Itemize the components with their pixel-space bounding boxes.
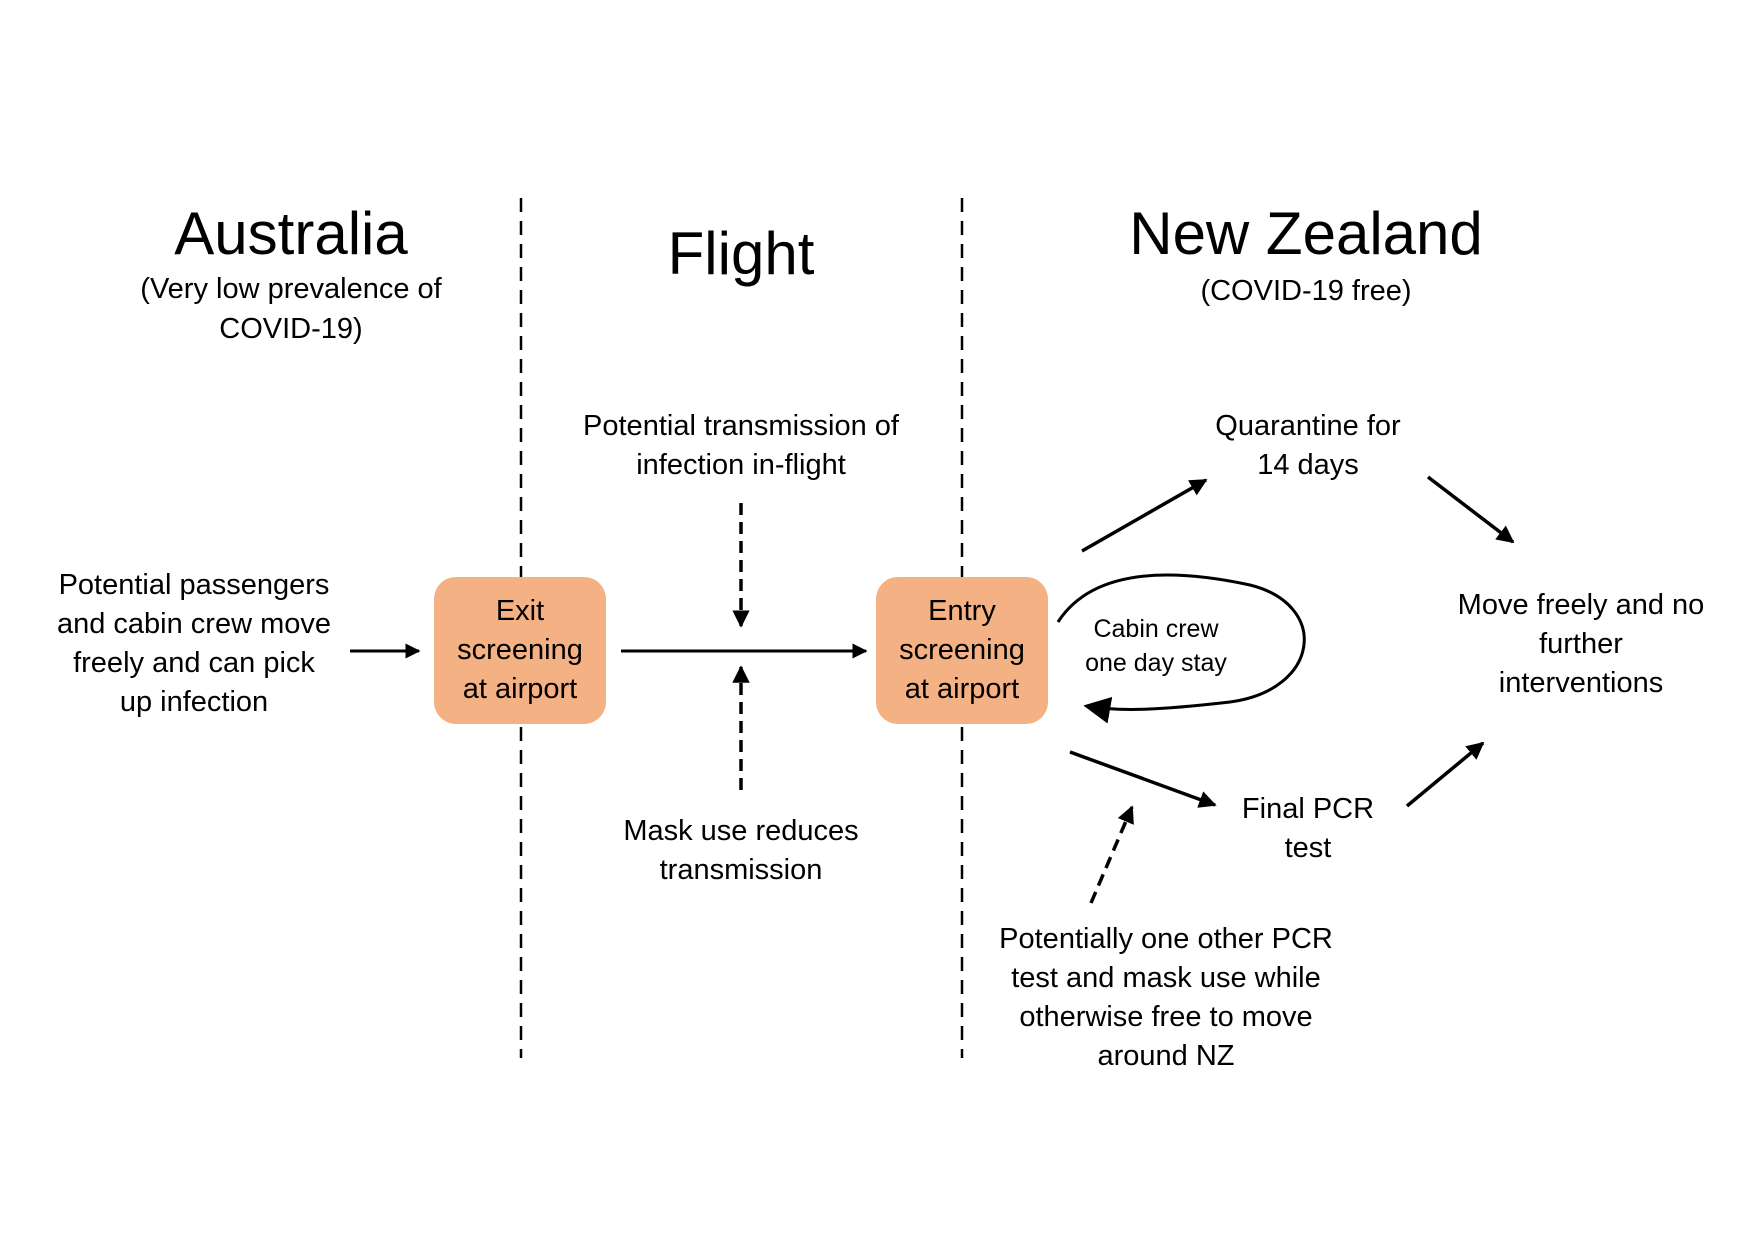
node-other-pcr-line: around NZ	[1097, 1040, 1235, 1073]
region-title-new-zealand: New Zealand	[1129, 200, 1483, 267]
node-final-pcr-line: Final PCR	[1241, 793, 1375, 825]
loop-cabin-crew-stay	[1056, 573, 1306, 724]
node-final-pcr-line: test	[1284, 832, 1332, 865]
node-in-flight-transmission-line: infection in-flight	[636, 449, 846, 482]
arrow-other-pcr-to-final-pcr	[1089, 805, 1134, 904]
node-cabin-crew-stay-line: one day stay	[1085, 648, 1227, 677]
node-exit-screening-line: screening	[457, 633, 583, 666]
node-mask-use-line: Mask use reduces	[623, 815, 859, 847]
node-exit-screening-line: Exit	[495, 594, 545, 627]
region-subtitle-australia-line2: COVID-19)	[219, 313, 363, 345]
node-mask-use-line: transmission	[659, 854, 823, 887]
node-other-pcr-line: otherwise free to move	[1019, 1001, 1313, 1034]
node-entry-screening-line: at airport	[904, 673, 1020, 706]
node-other-pcr: Potentially one other PCR test and mask …	[966, 920, 1366, 1077]
node-passengers: Potential passengers and cabin crew move…	[34, 566, 354, 723]
node-cabin-crew-stay-line: Cabin crew	[1093, 615, 1219, 643]
region-subtitle-australia-line1: (Very low prevalence of	[140, 273, 442, 305]
node-cabin-crew-stay: Cabin crew one day stay	[1056, 613, 1256, 681]
node-exit-screening-line: at airport	[462, 673, 578, 706]
node-in-flight-transmission-line: Potential transmission of	[583, 410, 899, 442]
arrow-entry-to-quarantine	[1081, 478, 1208, 553]
region-title-australia: Australia	[174, 200, 408, 267]
node-move-freely-line: Move freely and no	[1457, 589, 1705, 621]
node-quarantine: Quarantine for 14 days	[1178, 407, 1438, 485]
node-passengers-line: Potential passengers	[58, 569, 330, 601]
node-move-freely-line: interventions	[1498, 667, 1664, 700]
node-entry-screening-line: screening	[899, 633, 1025, 666]
region-subtitle-new-zealand: (COVID-19 free)	[1200, 275, 1412, 307]
arrow-final-pcr-to-move-freely	[1405, 741, 1485, 808]
node-quarantine-line: 14 days	[1257, 449, 1359, 482]
arrow-quarantine-to-move-freely	[1426, 475, 1515, 544]
node-mask-use: Mask use reduces transmission	[591, 812, 891, 890]
node-in-flight-transmission: Potential transmission of infection in-f…	[561, 407, 921, 485]
node-entry-screening-line: Entry	[928, 594, 996, 627]
node-move-freely: Move freely and no further interventions	[1426, 586, 1736, 703]
node-passengers-line: and cabin crew move	[56, 608, 332, 641]
node-other-pcr-line: test and mask use while	[1011, 962, 1321, 995]
node-move-freely-line: further	[1539, 628, 1623, 661]
node-final-pcr: Final PCR test	[1208, 790, 1408, 868]
node-entry-screening: Entry screening at airport	[876, 577, 1048, 724]
node-passengers-line: up infection	[119, 686, 269, 719]
region-title-flight: Flight	[667, 220, 815, 287]
arrow-entry-to-final-pcr	[1069, 750, 1217, 808]
node-exit-screening: Exit screening at airport	[434, 577, 606, 724]
node-passengers-line: freely and can pick	[73, 647, 315, 680]
node-quarantine-line: Quarantine for	[1215, 410, 1401, 442]
node-other-pcr-line: Potentially one other PCR	[999, 923, 1333, 955]
